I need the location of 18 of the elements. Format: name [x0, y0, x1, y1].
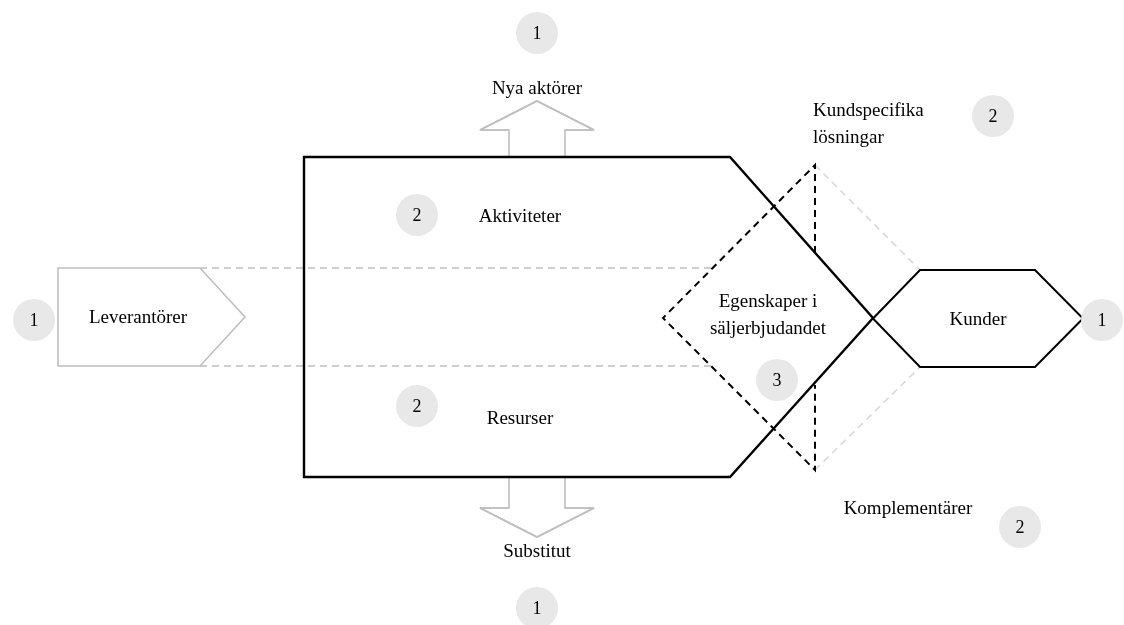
- callout-number: 2: [972, 95, 1014, 137]
- dashed-guide-lines: [814, 164, 921, 471]
- node-label: Kundspecifika lösningar: [813, 96, 943, 152]
- node-label: Kunder: [948, 307, 1008, 331]
- node-label: Nya aktörer: [462, 74, 612, 101]
- node-label: Substitut: [477, 537, 597, 564]
- dashed-guide-lines: [199, 267, 714, 367]
- callout-number: 1: [516, 12, 558, 54]
- callout-number: 1: [516, 587, 558, 625]
- callout-number: 1: [13, 299, 55, 341]
- node-label: Leverantörer: [87, 305, 189, 329]
- callout-number: 2: [999, 506, 1041, 548]
- callout-number: 2: [396, 385, 438, 427]
- callout-number: 1: [1081, 299, 1123, 341]
- node-label: Resurser: [465, 404, 575, 431]
- node-label: Egenskaper i säljerbjudandet: [708, 289, 828, 340]
- node-label: Aktiviteter: [455, 202, 585, 229]
- callout-number: 2: [396, 194, 438, 236]
